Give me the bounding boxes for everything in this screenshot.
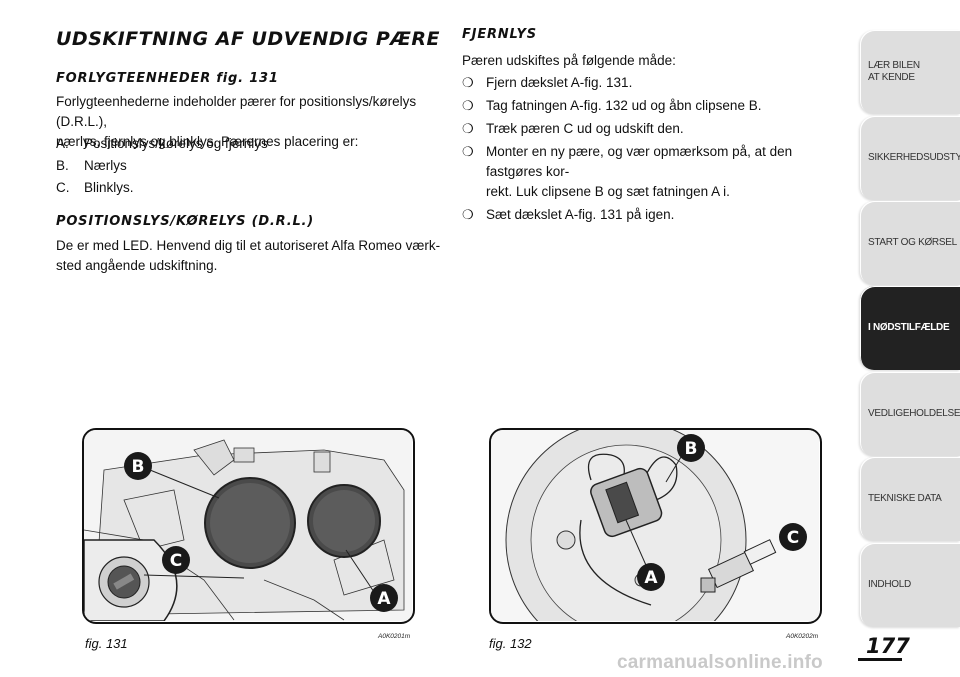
list-item: ❍Tag fatningen A-fig. 132 ud og åbn clip… [462, 96, 847, 116]
list-item: C.Blinklys. [56, 180, 134, 195]
figure-131: B C A [82, 428, 415, 624]
tab-indhold[interactable]: INDHOLD [860, 543, 960, 627]
headlight-illustration: B C A [84, 430, 412, 622]
page-number: 177 [866, 634, 910, 658]
svg-text:B: B [685, 439, 698, 459]
tab-start-og-korsel[interactable]: START OG KØRSEL [860, 201, 960, 285]
figure-code: A0K0201m [378, 633, 411, 640]
bullet-circle-icon: ❍ [462, 121, 474, 136]
tab-tekniske-data[interactable]: TEKNISKE DATA [860, 457, 960, 541]
step-list: ❍Fjern dækslet A-fig. 131. ❍Tag fatninge… [462, 73, 847, 225]
figure-caption: fig. 131 [85, 636, 128, 651]
list-item: ❍ Monter en ny pære, og vær opmærksom på… [462, 142, 847, 202]
svg-text:C: C [787, 528, 799, 548]
section-heading-fjernlys: FJERNLYS [462, 27, 537, 42]
watermark[interactable]: carmanualsonline.info [617, 652, 823, 673]
tab-vedligeholdelse[interactable]: VEDLIGEHOLDELSE [860, 372, 960, 456]
intro-line: nærlys, fjernlys og blinklys. Pærernes p… [56, 134, 359, 149]
bullet-circle-icon: ❍ [462, 207, 474, 222]
paragraph-line: sted angående udskiftning. [56, 258, 218, 273]
svg-text:B: B [132, 457, 145, 477]
label-b-badge: B [677, 434, 705, 462]
section-heading-forlygteenheder: FORLYGTEENHEDER fig. 131 [56, 71, 279, 86]
bulb-holder-illustration: B C A [491, 430, 819, 622]
figure-code: A0K0202m [786, 633, 819, 640]
label-c-badge: C [779, 523, 807, 551]
svg-text:C: C [170, 551, 182, 571]
svg-text:A: A [644, 568, 658, 588]
svg-text:A: A [377, 589, 391, 609]
figure-caption: fig. 132 [489, 636, 532, 651]
bullet-circle-icon: ❍ [462, 144, 474, 159]
bullet-circle-icon: ❍ [462, 75, 474, 90]
list-item: ❍Træk pæren C ud og udskift den. [462, 119, 847, 139]
tab-i-nodstilfaelde[interactable]: I NØDSTILFÆLDE [860, 286, 960, 370]
list-item: B.Nærlys [56, 158, 127, 173]
positionslys-paragraph: De er med LED. Henvend dig til et autori… [56, 236, 446, 276]
intro-paragraph: Forlygteenhederne indeholder pærer for p… [56, 92, 446, 152]
list-item: ❍Fjern dækslet A-fig. 131. [462, 73, 847, 93]
bulb-h1-icon [700, 539, 777, 593]
label-a-badge: A [637, 563, 665, 591]
tab-sikkerhedsudstyr[interactable]: SIKKERHEDSUDSTYR [860, 116, 960, 200]
bullet-circle-icon: ❍ [462, 98, 474, 113]
label-c-badge: C [162, 546, 190, 574]
section-heading-positionslys: POSITIONSLYS/KØRELYS (D.R.L.) [56, 214, 315, 229]
label-b-badge: B [124, 452, 152, 480]
paragraph-line: De er med LED. Henvend dig til et autori… [56, 238, 441, 253]
list-item: ❍Sæt dækslet A-fig. 131 på igen. [462, 205, 847, 225]
label-a-badge: A [370, 584, 398, 612]
bulb-list: A.Positionslys/kørelys og fjernlys B.Nær… [56, 134, 268, 198]
figure-132: B C A [489, 428, 822, 624]
page-title: UDSKIFTNING AF UDVENDIG PÆRE [56, 28, 440, 50]
list-item: A.Positionslys/kørelys og fjernlys [56, 136, 268, 151]
fjernlys-intro: Pæren udskiftes på følgende måde: [462, 53, 676, 68]
intro-line: Forlygteenhederne indeholder pærer for p… [56, 94, 417, 129]
page-number-rule [858, 658, 902, 661]
